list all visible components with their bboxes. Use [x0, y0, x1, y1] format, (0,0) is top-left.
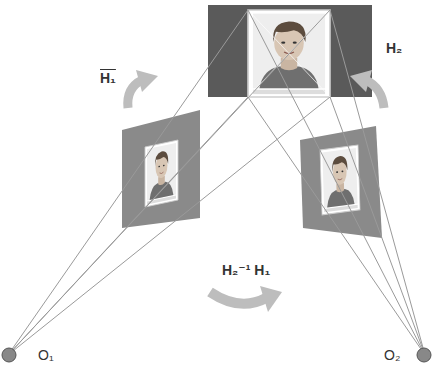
projection-rays	[8, 10, 425, 355]
homography-label: H₂⁻¹ H₁	[222, 262, 270, 278]
camera-center-label: O₁	[38, 347, 54, 363]
transform-arrows	[128, 70, 384, 312]
right-image-plane	[300, 126, 382, 238]
camera-center	[417, 348, 431, 362]
camera-center-label: O₂	[384, 347, 400, 363]
camera-center	[2, 348, 16, 362]
homography-label: H₁	[100, 70, 116, 86]
homography-label: H₂	[386, 40, 402, 56]
top-plane	[208, 5, 372, 97]
